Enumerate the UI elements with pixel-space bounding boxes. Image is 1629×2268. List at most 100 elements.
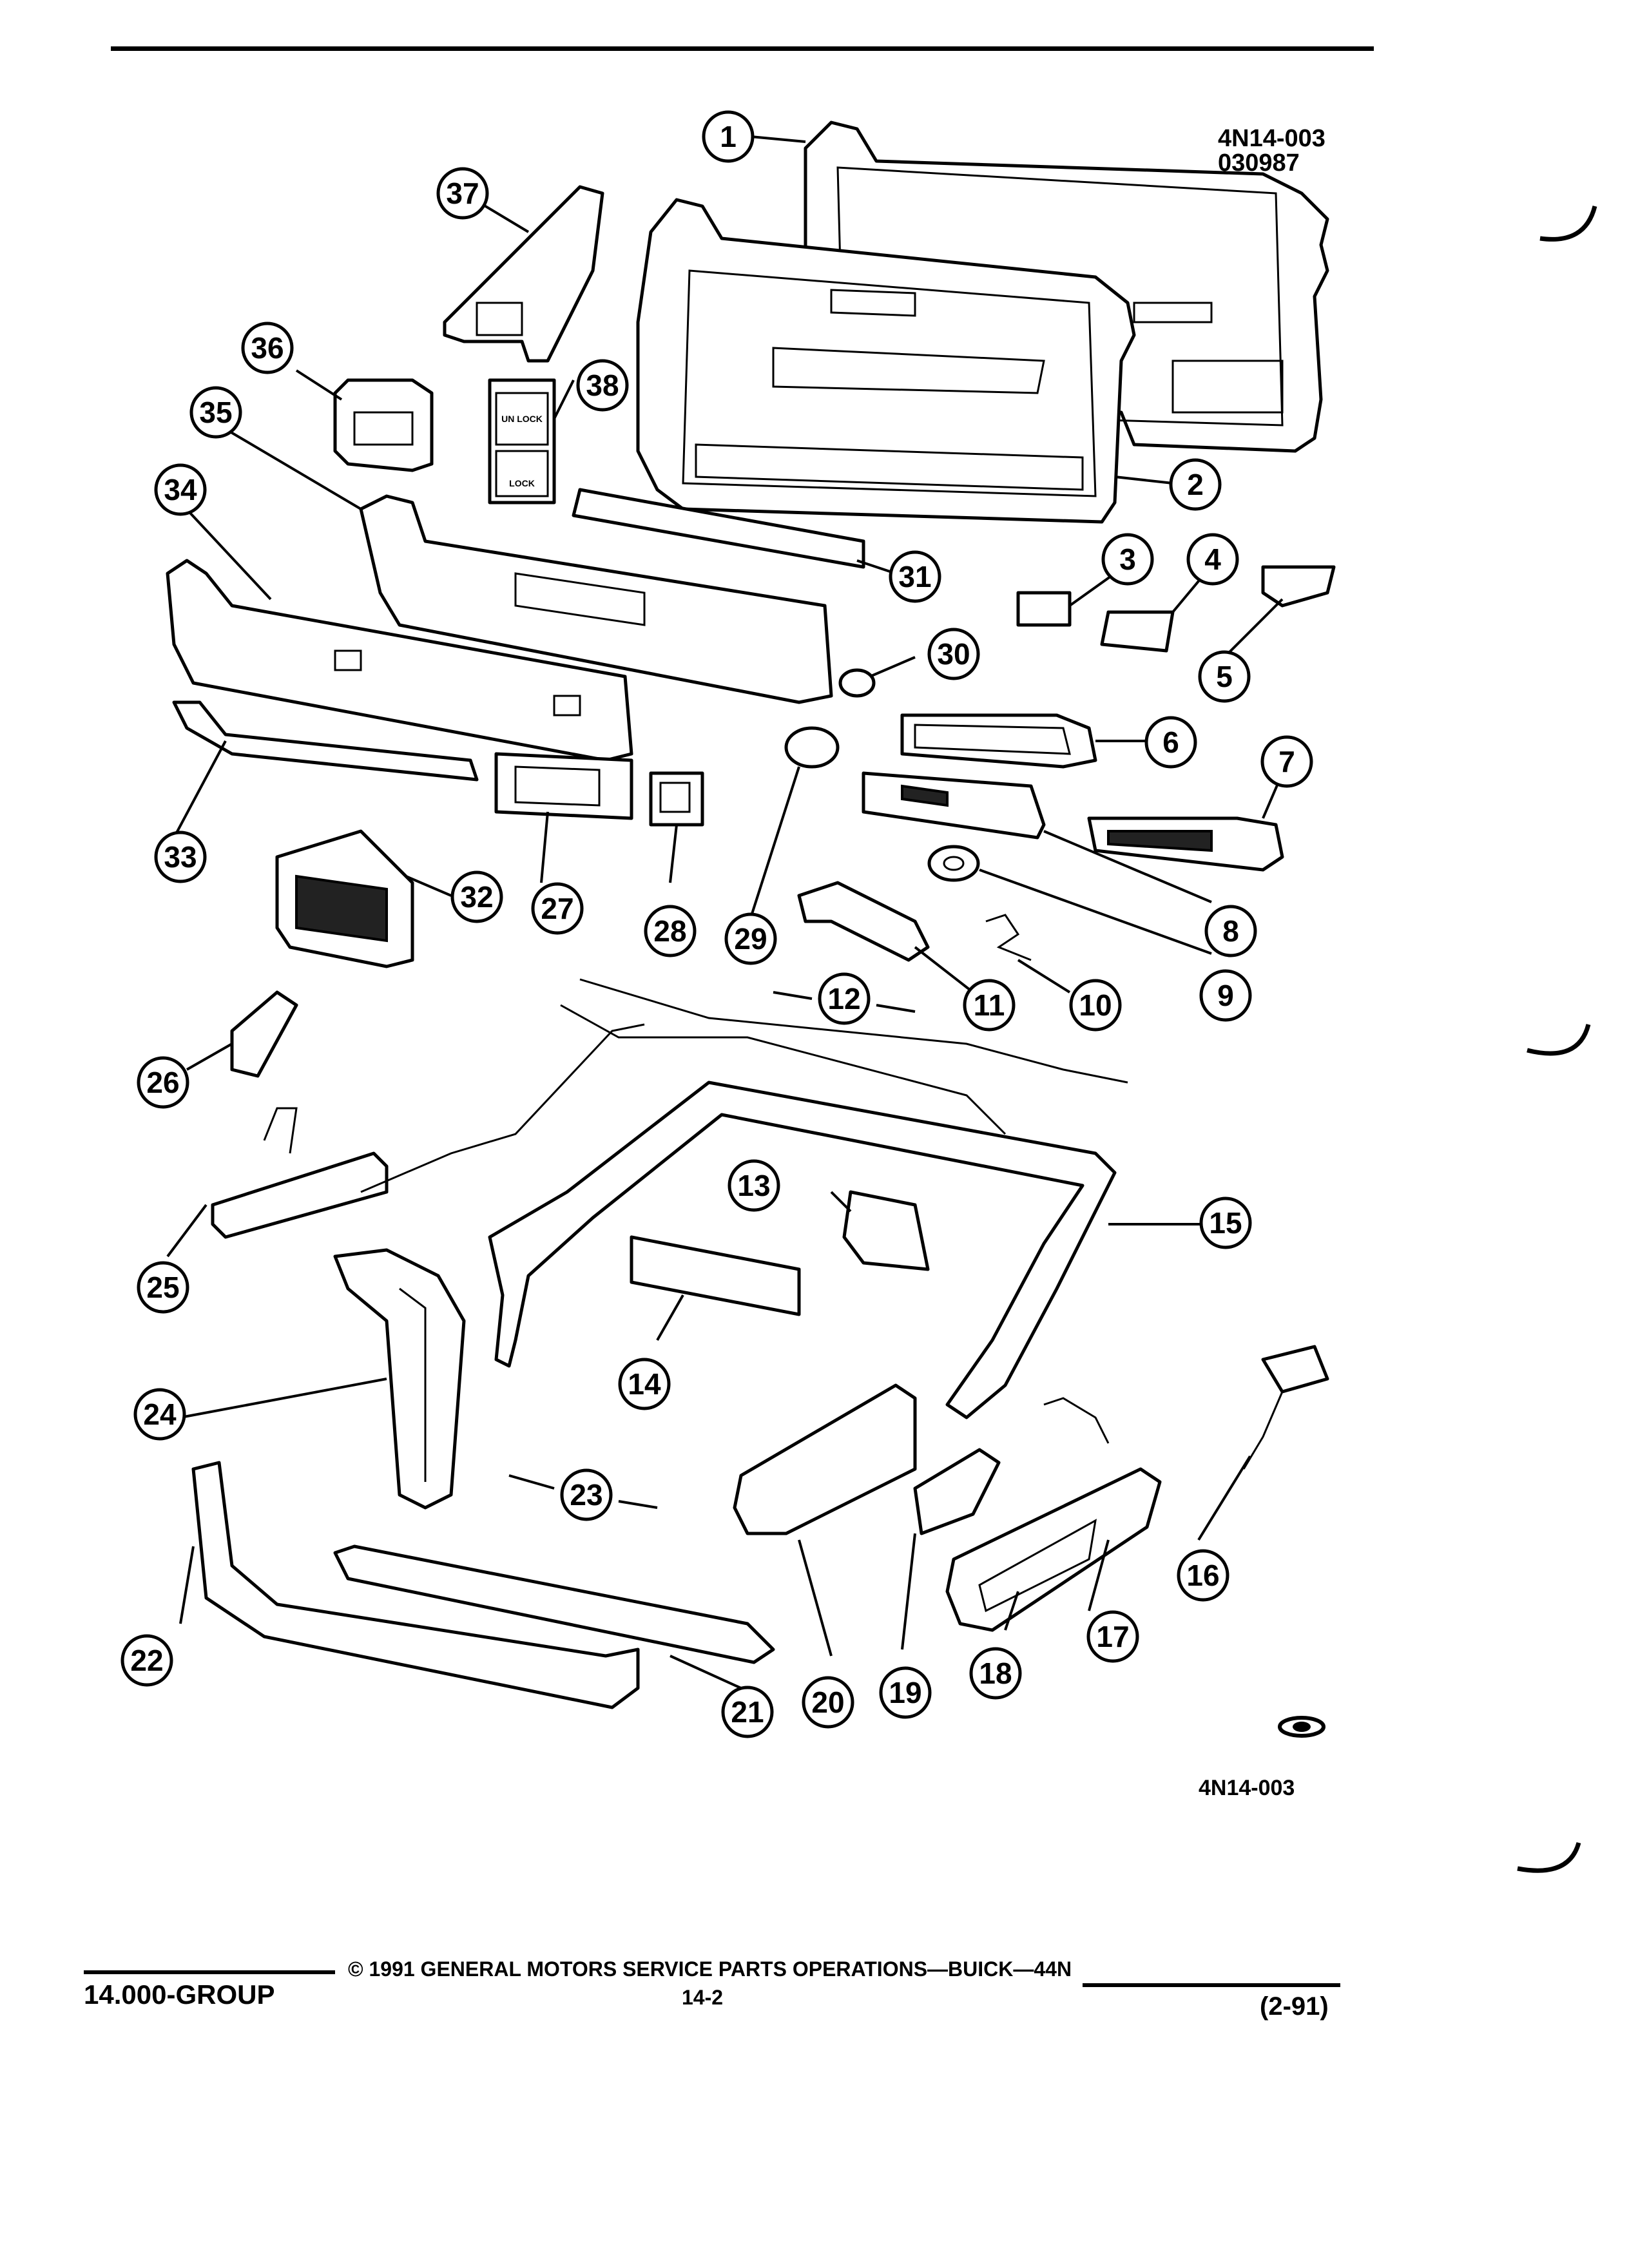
callout-37: 37 [436,167,489,220]
part-sunvisor [733,1383,917,1535]
footer-rule-right [1083,1983,1340,1987]
footer-page: 14-2 [682,1986,724,2009]
callout-38: 38 [576,359,629,412]
callout-28-label: 28 [653,914,686,948]
footer-copyright: © 1991 GENERAL MOTORS SERVICE PARTS OPER… [348,1957,1072,1981]
part-rearview-mirror [211,1107,389,1239]
callout-9-label: 9 [1217,979,1234,1012]
callout-7-label: 7 [1278,745,1295,778]
part-sunvisor-clip [842,1190,930,1271]
switch-lock-label: LOCK [509,478,535,488]
arrow-12 [773,991,916,1013]
part-sill-plate [191,1461,640,1709]
callout-31: 31 [889,550,941,603]
callout-24: 24 [133,1388,186,1441]
callout-13: 13 [728,1159,780,1212]
part-small-bezel [649,771,704,827]
callout-25: 25 [137,1261,189,1314]
callout-36: 36 [241,322,294,374]
callout-20-label: 20 [811,1686,844,1719]
callout-2: 2 [1169,458,1222,511]
part-lock-switch: UN LOCK LOCK [488,378,556,505]
callout-14-label: 14 [628,1367,661,1401]
callout-30: 30 [927,628,980,680]
part-corner-trim [443,185,604,363]
callout-30-label: 30 [937,637,970,671]
callout-16: 16 [1177,1549,1229,1602]
callout-5-label: 5 [1216,660,1233,693]
callout-32: 32 [450,870,503,923]
part-speaker-grille [862,771,1046,840]
callout-36-label: 36 [251,331,284,365]
callout-38-label: 38 [586,369,619,402]
callout-17-label: 17 [1096,1620,1129,1653]
callout-29: 29 [724,912,777,965]
part-sunvisor-bracket [1043,1345,1329,1470]
headliner-outline [360,978,1128,1193]
callout-7: 7 [1260,735,1313,788]
part-dome-lamp-lens [630,1235,801,1316]
callout-19: 19 [879,1666,932,1719]
callout-1: 1 [702,110,755,163]
callout-22-label: 22 [130,1644,163,1677]
callout-5: 5 [1198,650,1251,703]
callout-34-label: 34 [164,473,197,506]
leader-lines [166,135,1284,1689]
callout-33: 33 [154,831,207,883]
callout-3-label: 3 [1119,543,1136,576]
callout-15-label: 15 [1209,1206,1242,1240]
part-speaker-cover [275,829,414,968]
gm-logo [1278,1716,1325,1738]
callout-15: 15 [1199,1196,1252,1249]
callout-35-label: 35 [199,396,232,429]
part-window-switch-b [1100,610,1175,653]
callout-29-label: 29 [734,922,767,956]
callout-31-label: 31 [898,560,931,593]
callout-22: 22 [120,1634,173,1687]
part-armrest-pad [572,488,865,569]
callout-13-label: 13 [737,1169,770,1202]
callout-24-label: 24 [143,1398,177,1431]
callout-17: 17 [1086,1610,1139,1663]
callout-6: 6 [1144,716,1197,769]
binder-marks [1517,206,1597,1873]
callout-23-label: 23 [570,1478,602,1512]
part-washer [927,845,980,882]
part-lower-trim-strip [172,700,479,782]
callout-37-label: 37 [446,177,479,210]
callout-11-label: 11 [974,988,1005,1022]
callout-12-label: 12 [827,982,860,1015]
part-vanity-mirror [913,1448,1001,1535]
callout-4: 4 [1186,533,1239,586]
callout-27-label: 27 [541,892,574,925]
part-escutcheon [333,378,434,472]
part-sill-trim [333,1544,775,1664]
callout-21-label: 21 [731,1695,764,1729]
callout-20: 20 [802,1676,854,1729]
part-speaker-grille-right [1087,816,1284,872]
footer-rule-left [84,1970,335,1974]
part-dome-lamp-bezel [230,990,298,1078]
callout-8-label: 8 [1222,914,1239,948]
part-switch-bezel [494,752,633,820]
figure-id-top: 4N14-003 [1218,125,1325,152]
callout-4-label: 4 [1204,543,1221,576]
callout-9: 9 [1199,969,1252,1022]
callout-21: 21 [721,1686,774,1738]
callout-10: 10 [1069,979,1122,1032]
part-sunvisor-mirror [945,1467,1162,1632]
callout-34: 34 [154,463,207,516]
callout-33-label: 33 [164,840,197,874]
callout-23: 23 [560,1468,613,1521]
callout-10-label: 10 [1079,988,1112,1022]
figure-id-bottom: 4N14-003 [1199,1776,1295,1800]
callout-3: 3 [1101,533,1154,586]
callout-18: 18 [969,1647,1022,1700]
callout-19-label: 19 [889,1676,921,1709]
callout-27: 27 [531,882,584,935]
part-upper-molding [359,494,833,704]
callout-1-label: 1 [720,120,737,153]
callout-25-label: 25 [146,1271,179,1304]
callout-14: 14 [618,1358,671,1410]
